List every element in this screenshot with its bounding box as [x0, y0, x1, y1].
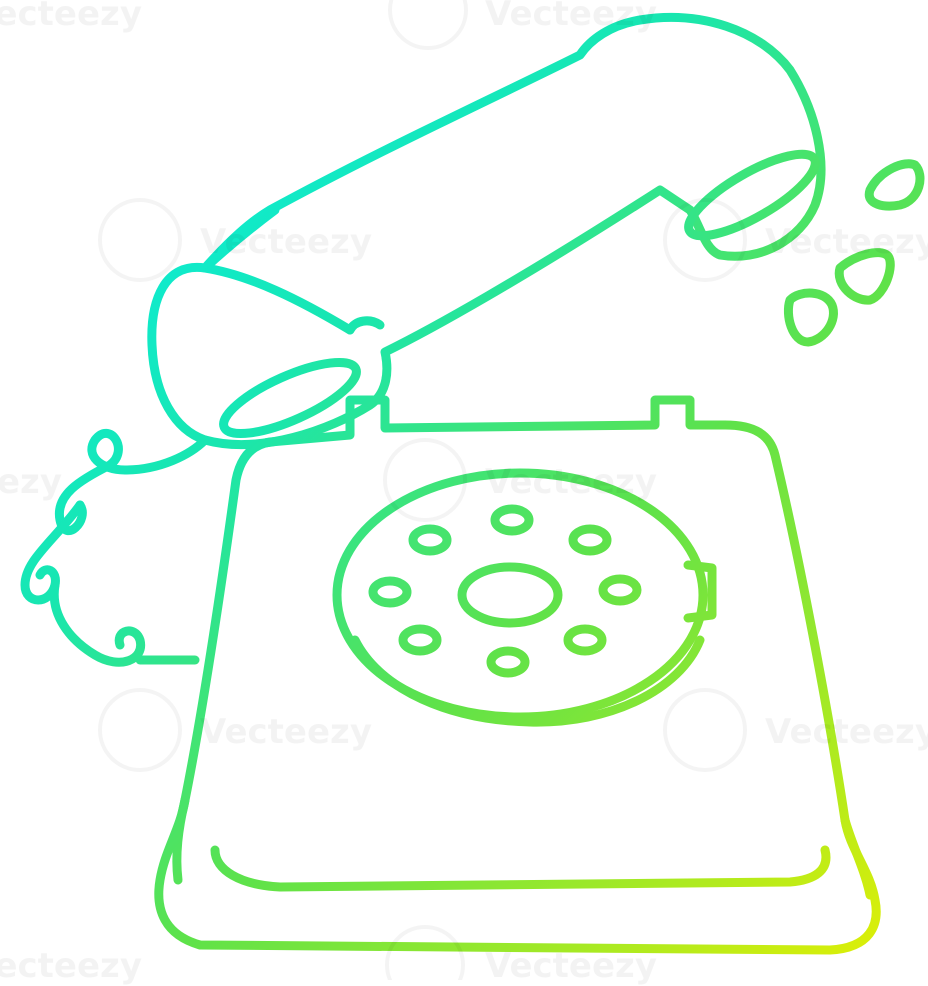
phone-cord [20, 428, 210, 667]
watermark-logos [98, 0, 747, 980]
phone-base [154, 395, 881, 955]
rotary-dial [332, 468, 717, 727]
ringing-marks [783, 159, 925, 347]
handset [147, 13, 826, 450]
